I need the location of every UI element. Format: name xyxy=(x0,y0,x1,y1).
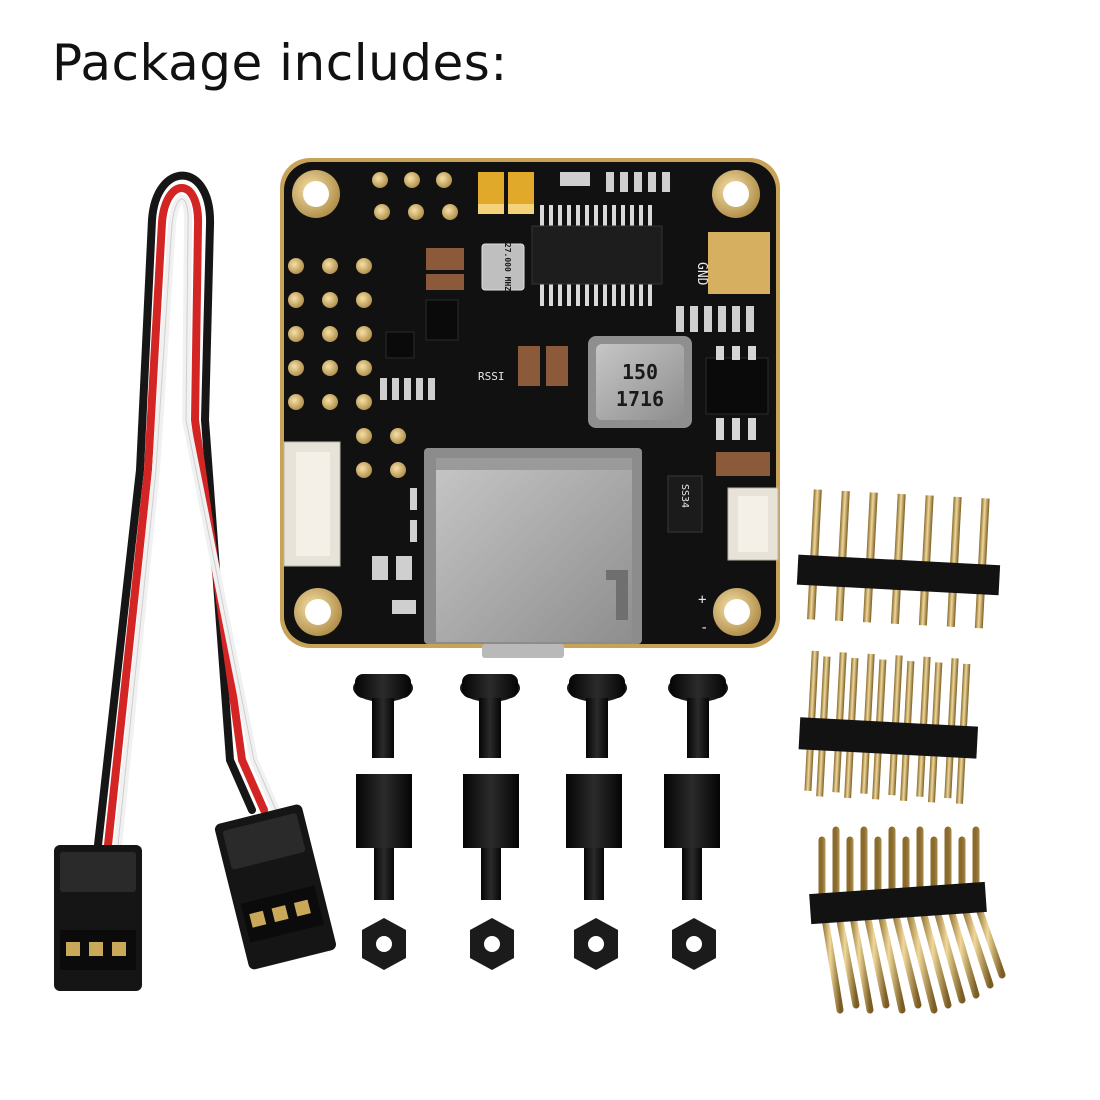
jst-connector-left xyxy=(283,441,341,567)
servo-connector-right xyxy=(214,804,337,970)
svg-text:1716: 1716 xyxy=(616,387,664,411)
pin-header-right-angle xyxy=(809,826,1006,1014)
pin-header-double xyxy=(798,650,979,804)
hardware-column-3 xyxy=(566,674,627,970)
mounting-hole-tr xyxy=(712,170,760,218)
crystal-oscillator: 27.000 MHZ xyxy=(481,243,525,291)
svg-text:RSSI: RSSI xyxy=(478,370,505,383)
mounting-hole-bl xyxy=(294,588,342,636)
flight-controller-board: 27.000 MHZ GND xyxy=(280,158,780,658)
svg-text:-: - xyxy=(700,620,708,636)
main-ic xyxy=(531,205,663,306)
servo-cable xyxy=(54,171,337,991)
mounting-hole-tl xyxy=(292,170,340,218)
svg-text:GND: GND xyxy=(694,262,709,286)
diode: SS34 xyxy=(667,475,703,533)
hardware-column-2 xyxy=(460,674,520,970)
solder-pad-grid xyxy=(288,172,458,478)
sd-card-slot xyxy=(424,448,642,644)
jst-connector-right xyxy=(727,487,779,561)
page-title: Package includes: xyxy=(52,34,508,92)
svg-text:27.000 MHZ: 27.000 MHZ xyxy=(503,243,512,291)
wire-red xyxy=(104,184,268,849)
hardware-column-1 xyxy=(353,674,413,970)
servo-connector-left xyxy=(54,845,142,991)
pin-header-straight xyxy=(796,489,1001,629)
svg-text:150: 150 xyxy=(622,360,658,384)
mounting-hole-br xyxy=(713,588,761,636)
hardware-set xyxy=(353,674,728,970)
inductor: 150 1716 xyxy=(588,336,692,428)
wire-black xyxy=(94,171,256,849)
svg-text:SS34: SS34 xyxy=(679,484,690,508)
hardware-column-4 xyxy=(664,674,728,970)
svg-text:+: + xyxy=(698,592,706,608)
